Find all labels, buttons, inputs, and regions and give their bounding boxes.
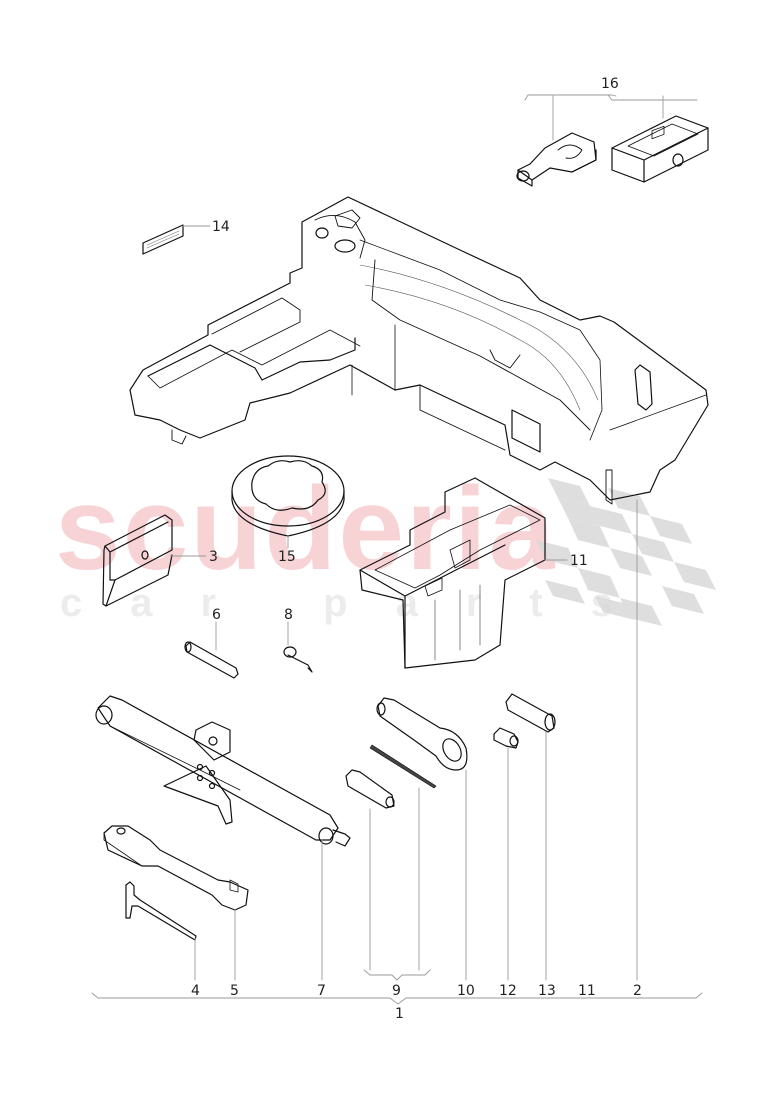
foam-tray-part-2: [129, 196, 709, 505]
tire-repair-kit-part-16: [516, 94, 709, 187]
ratchet-part-5: [103, 825, 249, 981]
callout-12: 12: [499, 983, 517, 999]
pin-part-6: [184, 621, 239, 679]
towing-eye-part-10: [376, 697, 468, 981]
socket-long-part-13: [505, 693, 556, 981]
callout-11: 11: [578, 983, 596, 999]
screwdriver-set-part-9: [345, 744, 437, 981]
callout-1: 1: [395, 1006, 404, 1022]
callout-10: 10: [457, 983, 475, 999]
foam-insert-part-11: [359, 477, 568, 669]
callout-13: 13: [538, 983, 556, 999]
callout-14: 14: [212, 219, 230, 235]
t-key-part-4: [125, 881, 197, 981]
callout-15: 15: [278, 549, 296, 565]
label-part-14: [142, 224, 211, 255]
watermark-car-parts: car parts: [60, 581, 661, 625]
socket-small-part-12: [493, 727, 519, 981]
callout-5: 5: [230, 983, 239, 999]
scissor-jack-part-7: [95, 695, 351, 981]
callout-4: 4: [191, 983, 200, 999]
pouch-part-3: [102, 514, 207, 607]
callout-8: 8: [284, 607, 293, 623]
callout-3: 3: [209, 549, 218, 565]
callout-11-side: 11: [570, 553, 588, 569]
callout-2: 2: [633, 983, 642, 999]
ring-part-15: [231, 455, 345, 549]
clip-part-8: [283, 621, 313, 673]
callout-6: 6: [212, 607, 221, 623]
callout-9: 9: [392, 983, 401, 999]
assembly-bracket-1: [91, 992, 703, 1005]
callout-16: 16: [601, 76, 619, 92]
callout-7: 7: [317, 983, 326, 999]
